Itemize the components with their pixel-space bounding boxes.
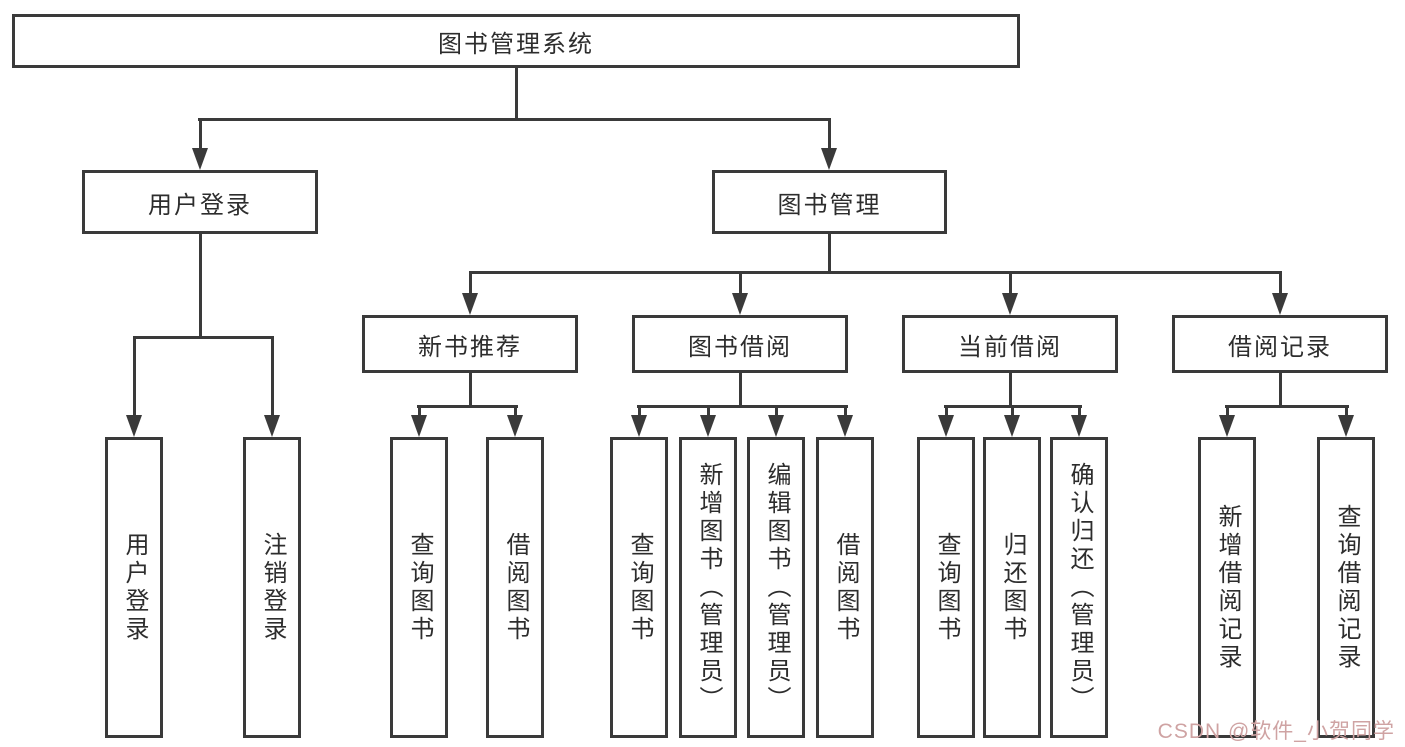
connector-vline: [828, 118, 831, 152]
connector-vline: [199, 234, 202, 339]
connector-vline: [638, 405, 641, 419]
arrowhead-down-icon: [1272, 293, 1288, 315]
leaf-query-books-borrow: 查询图书: [610, 437, 668, 738]
node-root: 图书管理系统: [12, 14, 1020, 68]
connector-vline: [1226, 405, 1229, 419]
connector-hline: [198, 118, 831, 121]
node-borrow-records: 借阅记录: [1172, 315, 1388, 373]
connector-vline: [1279, 373, 1282, 407]
connector-hline: [417, 405, 518, 408]
arrowhead-down-icon: [126, 415, 142, 437]
connector-vline: [1011, 405, 1014, 419]
node-current-borrow: 当前借阅: [902, 315, 1118, 373]
node-book-management: 图书管理: [712, 170, 947, 234]
arrowhead-down-icon: [264, 415, 280, 437]
connector-vline: [739, 373, 742, 407]
leaf-query-books-current: 查询图书: [917, 437, 975, 738]
arrowhead-down-icon: [700, 415, 716, 437]
arrowhead-down-icon: [631, 415, 647, 437]
node-new-book-recommend: 新书推荐: [362, 315, 578, 373]
arrowhead-down-icon: [768, 415, 784, 437]
connector-vline: [844, 405, 847, 419]
connector-hline: [469, 271, 1282, 274]
connector-vline: [271, 336, 274, 418]
arrowhead-down-icon: [1219, 415, 1235, 437]
arrowhead-down-icon: [411, 415, 427, 437]
node-user-login: 用户登录: [82, 170, 318, 234]
connector-vline: [707, 405, 710, 419]
arrowhead-down-icon: [1338, 415, 1354, 437]
arrowhead-down-icon: [837, 415, 853, 437]
arrowhead-down-icon: [1004, 415, 1020, 437]
leaf-borrow-books-recommend: 借阅图书: [486, 437, 544, 738]
leaf-query-books-recommend: 查询图书: [390, 437, 448, 738]
arrowhead-down-icon: [1071, 415, 1087, 437]
connector-vline: [1078, 405, 1081, 419]
connector-vline: [1279, 271, 1282, 297]
arrowhead-down-icon: [192, 148, 208, 170]
leaf-add-books-admin: 新增图书（管理员）: [679, 437, 737, 738]
connector-vline: [469, 271, 472, 297]
connector-vline: [945, 405, 948, 419]
leaf-borrow-books: 借阅图书: [816, 437, 874, 738]
arrowhead-down-icon: [1002, 293, 1018, 315]
connector-vline: [828, 234, 831, 274]
connector-hline: [1225, 405, 1349, 408]
connector-vline: [1009, 271, 1012, 297]
connector-vline: [739, 271, 742, 297]
arrowhead-down-icon: [821, 148, 837, 170]
watermark: CSDN @软件_小贺同学: [1157, 720, 1395, 743]
leaf-query-borrow-record: 查询借阅记录: [1317, 437, 1375, 738]
leaf-return-books: 归还图书: [983, 437, 1041, 738]
arrowhead-down-icon: [938, 415, 954, 437]
leaf-user-login: 用户登录: [105, 437, 163, 738]
connector-hline: [133, 336, 274, 339]
connector-vline: [1345, 405, 1348, 419]
connector-vline: [469, 373, 472, 407]
connector-vline: [199, 118, 202, 152]
connector-vline: [515, 68, 518, 120]
arrowhead-down-icon: [732, 293, 748, 315]
connector-vline: [1009, 373, 1012, 407]
leaf-confirm-return-admin: 确认归还（管理员）: [1050, 437, 1108, 738]
connector-vline: [133, 336, 136, 418]
leaf-add-borrow-record: 新增借阅记录: [1198, 437, 1256, 738]
arrowhead-down-icon: [507, 415, 523, 437]
connector-vline: [514, 405, 517, 419]
connector-vline: [775, 405, 778, 419]
connector-hline: [637, 405, 848, 408]
leaf-logout: 注销登录: [243, 437, 301, 738]
connector-vline: [418, 405, 421, 419]
leaf-edit-books-admin: 编辑图书（管理员）: [747, 437, 805, 738]
node-book-borrow: 图书借阅: [632, 315, 848, 373]
arrowhead-down-icon: [462, 293, 478, 315]
